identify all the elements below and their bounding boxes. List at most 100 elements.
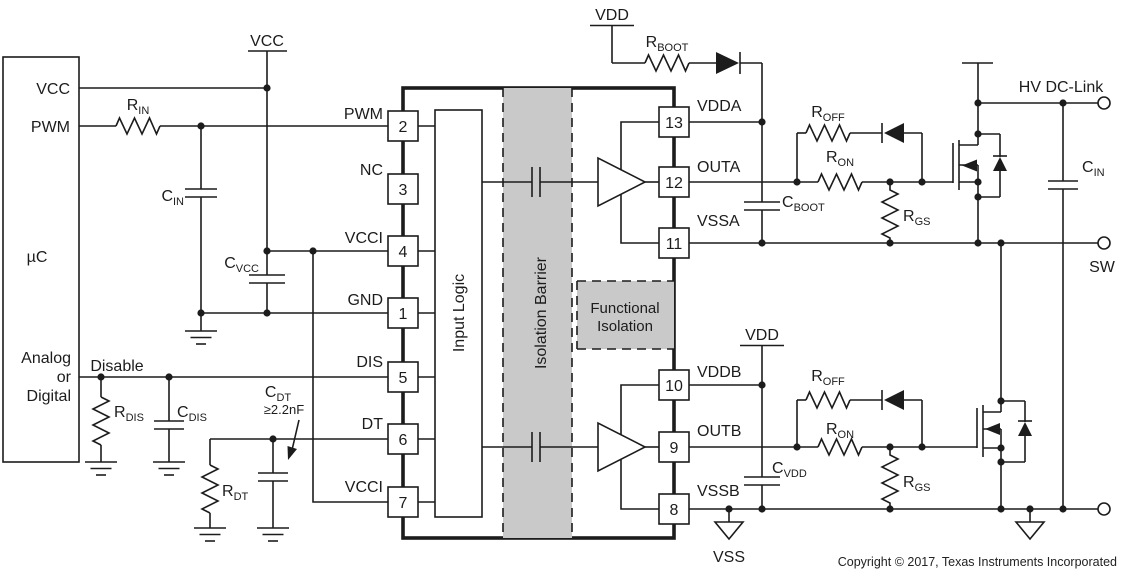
- mosfet-a-arrow: [962, 159, 977, 172]
- pin-name-gnd: GND: [347, 292, 383, 309]
- resistor-rdis-zigzag: [91, 396, 111, 446]
- pin-name-outa: OUTA: [697, 159, 741, 176]
- power-ground-triangle: [1014, 521, 1046, 541]
- mosfet-b-arrow: [985, 423, 1000, 435]
- boot-diode: [716, 52, 739, 74]
- pin-box-2: [387, 110, 419, 142]
- cdis-label: CDIS: [177, 404, 207, 424]
- svg-text:11: 11: [666, 236, 683, 253]
- right-junction-dots: [725, 99, 1067, 513]
- left-junction-dots: [97, 84, 317, 443]
- pin-name-pwm: PWM: [344, 106, 383, 123]
- pin-name-vdda: VDDA: [697, 98, 742, 115]
- right-labels: VDD RBOOT ROFF RON CBOOT RGS HV DC-Link …: [595, 7, 1117, 569]
- isolation-barrier-band: [503, 88, 572, 538]
- pin-name-vcci: VCCI: [345, 230, 383, 247]
- ic-pin-names: PWM NC VCCI GND DIS DT VCCI VDDA OUTA VS…: [344, 98, 742, 500]
- ic-right-pin-boxes: [658, 106, 690, 525]
- pin-box-10: [658, 369, 690, 401]
- mcu-mode-line3: Digital: [27, 388, 71, 405]
- pin-box-1: [387, 297, 419, 329]
- ic-body: Input Logic Isolation Barrier Functional…: [344, 86, 742, 540]
- pin-box-5: [387, 361, 419, 393]
- svg-text:6: 6: [399, 432, 408, 449]
- resistor-rboot-zigzag: [644, 53, 690, 73]
- svg-text:13: 13: [665, 115, 683, 132]
- pin-name-nc: NC: [360, 162, 383, 179]
- pin-box-6: [387, 423, 419, 455]
- functional-isolation-label-2: Isolation: [597, 318, 653, 335]
- cdt-value-label: ≥2.2nF: [264, 402, 304, 417]
- pin-box-9: [658, 431, 690, 463]
- off-diode-b: [884, 390, 904, 410]
- pin-name-outb: OUTB: [697, 423, 741, 440]
- rdt-label: RDT: [222, 483, 249, 503]
- svg-text:7: 7: [399, 495, 408, 512]
- off-diode-a: [884, 123, 904, 143]
- resistor-roff-b-zigzag: [805, 390, 851, 410]
- copyright-text: Copyright © 2017, Texas Instruments Inco…: [838, 555, 1117, 569]
- resistor-rdt-zigzag: [200, 464, 220, 514]
- cin-left-label: CIN: [161, 188, 184, 208]
- pin-box-8: [658, 493, 690, 525]
- cboot-label: CBOOT: [782, 194, 825, 214]
- svg-text:10: 10: [665, 378, 683, 395]
- mcu-mode-line1: Analog: [21, 350, 71, 367]
- body-diode-a: [993, 157, 1007, 171]
- hv-dc-link-label: HV DC-Link: [1019, 79, 1104, 96]
- vdd-b-label: VDD: [745, 327, 779, 344]
- roff-a-label: ROFF: [811, 104, 845, 124]
- input-logic-box: [434, 109, 483, 518]
- left-wires: [79, 50, 388, 542]
- svg-text:2: 2: [399, 119, 408, 136]
- rgs-b-label: RGS: [903, 474, 930, 494]
- svg-text:4: 4: [399, 244, 408, 261]
- functional-isolation-box: [577, 281, 674, 349]
- pin-name-vcci2: VCCI: [345, 479, 383, 496]
- rboot-label: RBOOT: [646, 34, 689, 54]
- svg-text:3: 3: [399, 182, 408, 199]
- pin-box-3: [387, 173, 419, 205]
- resistor-rin: [115, 116, 161, 136]
- svg-text:5: 5: [399, 370, 408, 387]
- disable-label: Disable: [90, 358, 143, 375]
- pin-name-vssb: VSSB: [697, 483, 740, 500]
- mcu-labels: VCC PWM µC Analog or Digital Disable: [21, 81, 144, 405]
- svg-text:12: 12: [665, 175, 683, 192]
- roff-b-label: ROFF: [811, 368, 845, 388]
- pin-box-4: [387, 235, 419, 267]
- pin-box-11: [658, 227, 690, 259]
- input-logic-label: Input Logic: [451, 274, 468, 352]
- svg-text:8: 8: [670, 502, 679, 519]
- mcu-name-label: µC: [27, 249, 48, 266]
- sw-label: SW: [1089, 259, 1116, 276]
- cin-right-label: CIN: [1082, 159, 1105, 179]
- rdis-label: RDIS: [114, 404, 144, 424]
- vdd-a-label: VDD: [595, 7, 629, 24]
- svg-text:9: 9: [670, 440, 679, 457]
- pin-name-dis: DIS: [356, 354, 383, 371]
- cvcc-label: CVCC: [224, 255, 259, 275]
- ic-pin-numbers: 2 3 4 1 5 6 7 13 12 11 10 9 8: [399, 115, 683, 519]
- ic-internal-routing: [418, 121, 659, 510]
- left-component-labels: VCC RIN CIN CVCC RDIS CDIS RDT CDT ≥2.2n…: [114, 33, 304, 503]
- ron-b-label: RON: [826, 421, 854, 441]
- mcu-pwm-label: PWM: [31, 119, 70, 136]
- rgs-a-label: RGS: [903, 208, 930, 228]
- resistor-rgs-a-zigzag: [880, 182, 900, 243]
- cdt-arrowhead: [287, 446, 297, 460]
- cdt-label: CDT: [265, 384, 292, 404]
- rin-label: RIN: [127, 97, 150, 117]
- pin-name-dt: DT: [362, 416, 384, 433]
- vss-ground-triangle: [713, 521, 745, 541]
- resistor-rgs-b-zigzag: [880, 447, 900, 509]
- mcu-box: [2, 56, 80, 463]
- mcu-vcc-label: VCC: [36, 81, 70, 98]
- sw-terminal: [1097, 236, 1111, 250]
- functional-isolation-label-1: Functional: [590, 300, 659, 317]
- svg-text:1: 1: [399, 306, 408, 323]
- ic-left-pin-boxes: [387, 110, 419, 518]
- resistor-ron-a-zigzag: [817, 172, 863, 192]
